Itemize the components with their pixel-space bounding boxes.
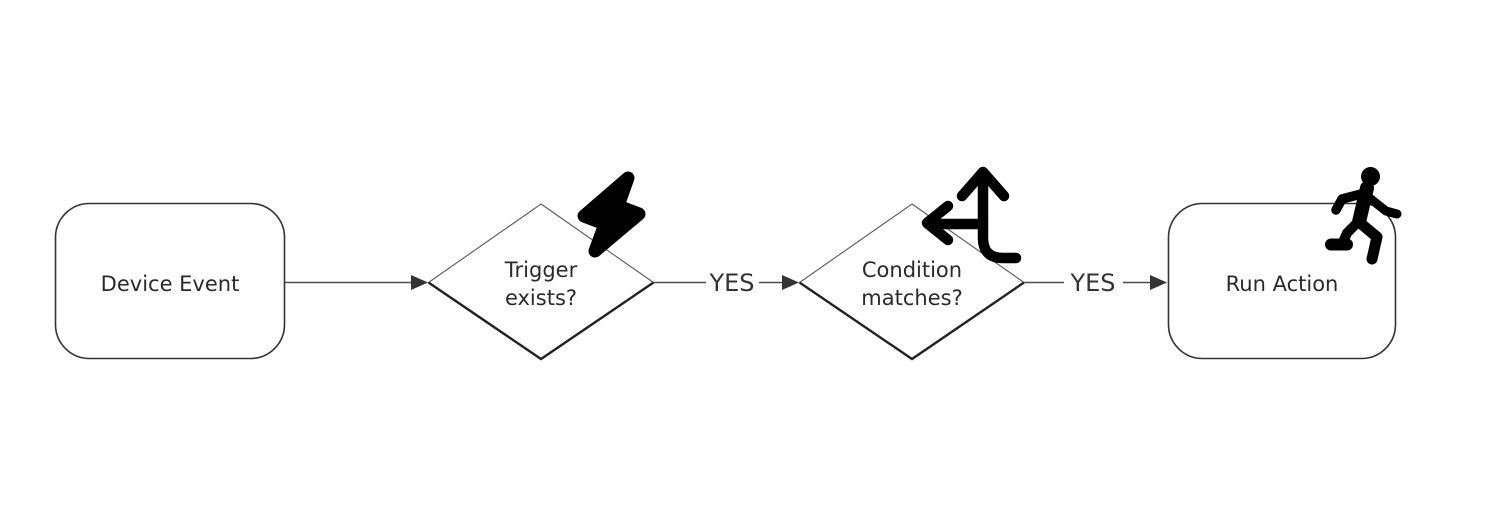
arrowhead-icon [411,275,428,290]
lightning-bolt-icon [577,171,646,258]
route-stem [977,174,1022,264]
node-trigger-exists-shape [427,203,655,361]
runner-back-leg [1353,216,1383,265]
diamond-shade-edge [798,281,1025,361]
runner-back-arm [1362,191,1402,219]
edge-trigger-to-condition [653,275,799,290]
label-line-2: exists? [504,286,578,310]
label-line-1: Condition [861,258,963,282]
arrowhead-icon [782,275,799,290]
node-label-run-action: Run Action [1225,272,1339,296]
route-fork-icon [921,166,1022,264]
node-device-event-shape [54,202,286,360]
edge-label-yes-1: YES [709,269,755,297]
arrowhead-icon [1150,275,1167,290]
left-arrowhead [921,200,954,246]
label-line-2: matches? [861,286,963,310]
edge-device-event-to-trigger [285,275,428,290]
runner-front-arm [1331,188,1370,215]
edge-label-yes-2: YES [1070,269,1116,297]
node-label-trigger-exists: Trigger exists? [505,256,577,312]
lightning-bolt-glyph [577,171,646,258]
node-label-device-event: Device Event [100,272,240,296]
node-label-condition-matches: Condition matches? [861,256,962,312]
running-person-icon [1325,167,1402,265]
rounded-rect [54,202,286,360]
up-arrowhead [956,166,1010,202]
diamond-shade-edge [427,281,655,361]
label-line-1: Trigger [504,258,578,282]
edge-condition-to-run [1024,275,1167,290]
